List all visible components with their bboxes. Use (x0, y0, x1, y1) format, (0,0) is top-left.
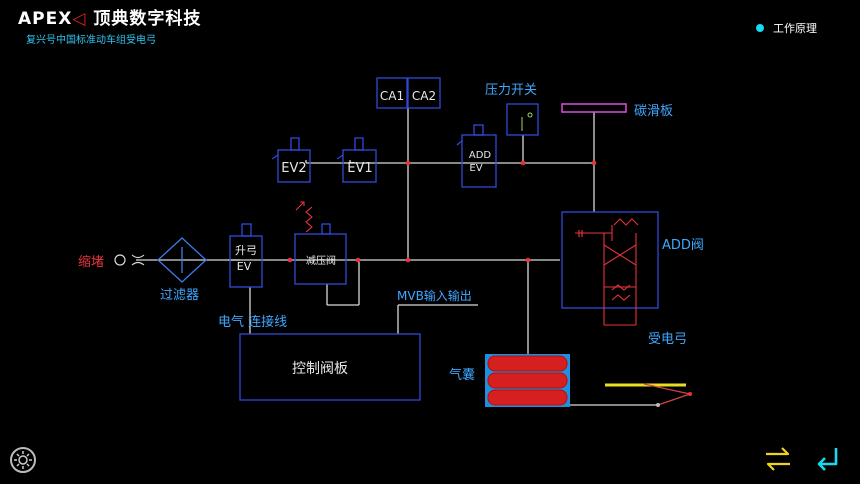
settings-icon (14, 451, 32, 469)
add-ev-label-2: EV (469, 163, 482, 174)
ev1-valve (342, 137, 377, 183)
ev1-label: EV1 (347, 161, 372, 176)
mvb-label: MVB输入输出 (397, 288, 472, 303)
return-arrow-icon (817, 448, 838, 471)
pantograph-label: 受电弓 (648, 332, 687, 347)
brand-logo: APEX◁ 顶典数字科技 (18, 4, 201, 29)
brand-mark: ◁ (72, 9, 87, 29)
airbag-label: 气囊 (449, 367, 475, 383)
choke-restrictor-icon (131, 254, 145, 266)
pressure-switch-contact-icon (521, 112, 533, 131)
choke-label: 缩堵 (78, 254, 104, 270)
filter-icon (157, 237, 207, 283)
ca-module (376, 77, 441, 109)
pressure-switch (506, 103, 539, 136)
swap-arrows-icon (766, 447, 790, 471)
page-subtitle: 复兴号中国标准动车组受电弓 (26, 35, 156, 46)
brand-main: APEX (18, 9, 73, 29)
principle-tab[interactable]: 工作原理 (756, 20, 817, 36)
control-board (239, 333, 421, 401)
control-board-label: 控制阀板 (292, 361, 348, 377)
add-ev-valve (461, 124, 497, 188)
reducing-valve-spring-icon (295, 201, 313, 233)
settings-button[interactable] (10, 447, 36, 473)
raise-ev-label-2: EV (237, 260, 252, 273)
filter-label: 过滤器 (160, 288, 199, 303)
pantograph-icon (605, 383, 692, 407)
bullet-dot-icon (756, 24, 764, 32)
carbon-strip (561, 103, 627, 113)
reducing-valve (294, 223, 347, 285)
brand-cn: 顶典数字科技 (93, 9, 202, 29)
add-ev-label-1: ADD (469, 150, 492, 161)
carbon-strip-label: 碳滑板 (634, 104, 673, 119)
reducing-valve-label: 减压阀 (306, 254, 336, 267)
ca2-label: CA2 (412, 89, 436, 103)
ca1-label: CA1 (380, 89, 404, 103)
junction-nodes (287, 160, 597, 263)
pressure-switch-label: 压力开关 (485, 83, 537, 98)
choke-inlet-icon (114, 254, 126, 266)
principle-label: 工作原理 (773, 22, 817, 35)
swap-button[interactable] (762, 444, 794, 474)
electric-wire-label: 电气 连接线 (218, 314, 287, 330)
airbag (485, 354, 570, 407)
raise-ev-label-1: 升弓 (235, 244, 257, 257)
return-button[interactable] (812, 444, 844, 474)
pipes (136, 108, 658, 406)
ev2-valve (277, 137, 311, 183)
raise-ev-valve (229, 223, 263, 288)
add-valve (561, 211, 659, 326)
add-valve-label: ADD阀 (662, 238, 704, 253)
ev2-label: EV2 (281, 161, 306, 176)
